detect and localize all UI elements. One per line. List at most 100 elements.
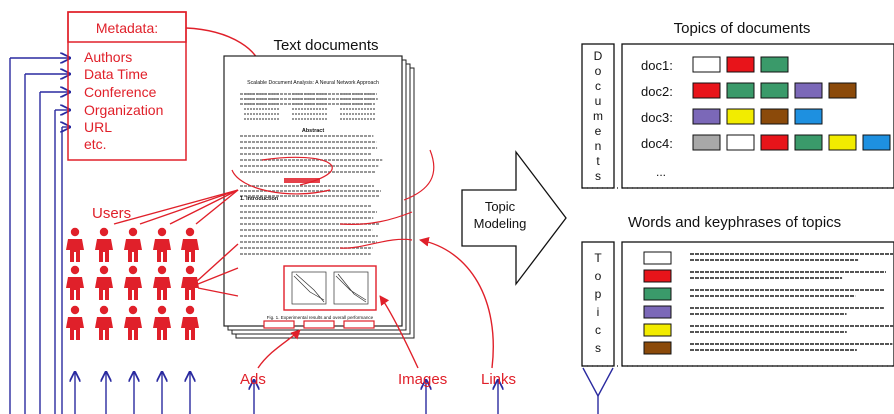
user-icon xyxy=(124,305,142,340)
topic-color-swatch xyxy=(692,82,721,99)
side-letter: T xyxy=(594,251,602,265)
topic-modeling-arrow: Topic Modeling xyxy=(461,150,567,286)
topic-color-swatch xyxy=(692,134,721,151)
metadata-item-data-time: Data Time xyxy=(84,66,148,82)
metadata-item-etc: etc. xyxy=(84,136,107,152)
topic-word-row xyxy=(643,251,893,265)
side-letter: i xyxy=(597,305,600,319)
topic-color-swatch xyxy=(643,269,672,283)
topic-color-swatch xyxy=(643,341,672,355)
metadata-header: Metadata: xyxy=(96,20,158,36)
topic-color-swatch xyxy=(760,108,789,125)
user-icon xyxy=(124,265,142,300)
topic-color-swatch xyxy=(726,134,755,151)
doc-label: doc2: xyxy=(641,84,673,99)
topic-word-row xyxy=(643,269,886,283)
doc-label: doc1: xyxy=(641,58,673,73)
side-letter: c xyxy=(595,79,601,93)
user-connector-lines xyxy=(113,189,239,297)
user-icon xyxy=(66,305,84,340)
user-icon xyxy=(153,265,171,300)
topic-modeling-label-line1: Topic xyxy=(485,199,516,214)
ads-images-links-arrows xyxy=(257,236,494,369)
side-letter: n xyxy=(595,139,602,153)
doc-topic-row: doc2: xyxy=(641,82,857,99)
user-icon xyxy=(181,265,199,300)
paper-title: Scalable Document Analysis: A Neural Net… xyxy=(247,80,379,86)
topic-color-swatch xyxy=(643,323,672,337)
topic-color-swatch xyxy=(692,56,721,73)
metadata-box: Metadata: Authors Data Time Conference O… xyxy=(67,11,267,161)
topic-color-swatch xyxy=(862,134,891,151)
side-letter: o xyxy=(595,269,602,283)
topic-color-swatch xyxy=(828,134,857,151)
words-of-topics-title: Words and keyphrases of topics xyxy=(628,214,841,231)
topic-color-swatch xyxy=(726,108,755,125)
links-label: Links xyxy=(481,371,516,388)
doc-label: doc3: xyxy=(641,110,673,125)
doc-label: doc4: xyxy=(641,136,673,151)
side-letter: u xyxy=(595,94,602,108)
user-icon xyxy=(181,305,199,340)
topic-color-swatch xyxy=(643,287,672,301)
topic-word-rows xyxy=(643,251,894,355)
topic-word-row xyxy=(643,341,893,355)
words-of-topics-panel: Topics xyxy=(581,241,894,367)
side-letter: s xyxy=(595,169,601,183)
metadata-item-url: URL xyxy=(84,119,112,135)
doc-topic-row: doc4: xyxy=(641,134,891,151)
topic-color-swatch xyxy=(828,82,857,99)
side-letter: o xyxy=(595,64,602,78)
user-icon xyxy=(95,305,113,340)
topic-color-swatch xyxy=(760,56,789,73)
topic-color-swatch xyxy=(692,108,721,125)
highlighted-keyword xyxy=(284,178,320,183)
doc-topic-row: doc1: xyxy=(641,56,789,73)
user-icon xyxy=(95,227,113,262)
metadata-connector-lines xyxy=(9,58,70,414)
topics-side-label: Topics xyxy=(594,251,602,355)
user-icon xyxy=(153,227,171,262)
topic-color-swatch xyxy=(794,82,823,99)
user-icon xyxy=(66,227,84,262)
metadata-item-authors: Authors xyxy=(84,49,132,65)
topic-word-row xyxy=(643,305,884,319)
abstract-heading: Abstract xyxy=(302,128,324,134)
metadata-item-organization: Organization xyxy=(84,102,163,118)
topic-color-swatch xyxy=(726,82,755,99)
bottom-up-arrows xyxy=(75,372,498,414)
topic-color-swatch xyxy=(643,251,672,265)
ad-slot-3 xyxy=(343,320,375,329)
ads-label: Ads xyxy=(240,371,266,388)
user-icon xyxy=(66,265,84,300)
topic-color-swatch xyxy=(794,108,823,125)
user-icon xyxy=(181,227,199,262)
topic-color-swatch xyxy=(760,82,789,99)
document-topic-rows: doc1: doc2: doc3: doc4: xyxy=(641,56,891,151)
intro-heading: 1. Introduction xyxy=(240,196,279,202)
users-group xyxy=(66,227,199,340)
ad-slot-2 xyxy=(303,320,335,329)
doc-topic-row: doc3: xyxy=(641,108,823,125)
side-letter: s xyxy=(595,341,601,355)
document-figure xyxy=(283,265,377,311)
side-letter: e xyxy=(595,124,602,138)
topic-modeling-label-line2: Modeling xyxy=(474,216,527,231)
topics-of-documents-title: Topics of documents xyxy=(674,20,811,37)
metadata-item-conference: Conference xyxy=(84,84,157,100)
documents-more-ellipsis: ... xyxy=(656,165,666,179)
side-letter: p xyxy=(595,287,602,301)
side-letter: c xyxy=(595,323,601,337)
text-documents-title: Text documents xyxy=(273,37,378,54)
users-label: Users xyxy=(92,205,131,222)
topics-down-arrow xyxy=(582,367,614,414)
user-icon xyxy=(124,227,142,262)
user-icon xyxy=(95,265,113,300)
figure-caption: Fig. 1. Experimental results and overall… xyxy=(267,315,374,320)
images-label: Images xyxy=(398,371,447,388)
side-letter: D xyxy=(594,49,603,63)
topic-color-swatch xyxy=(726,56,755,73)
side-letter: m xyxy=(593,109,603,123)
